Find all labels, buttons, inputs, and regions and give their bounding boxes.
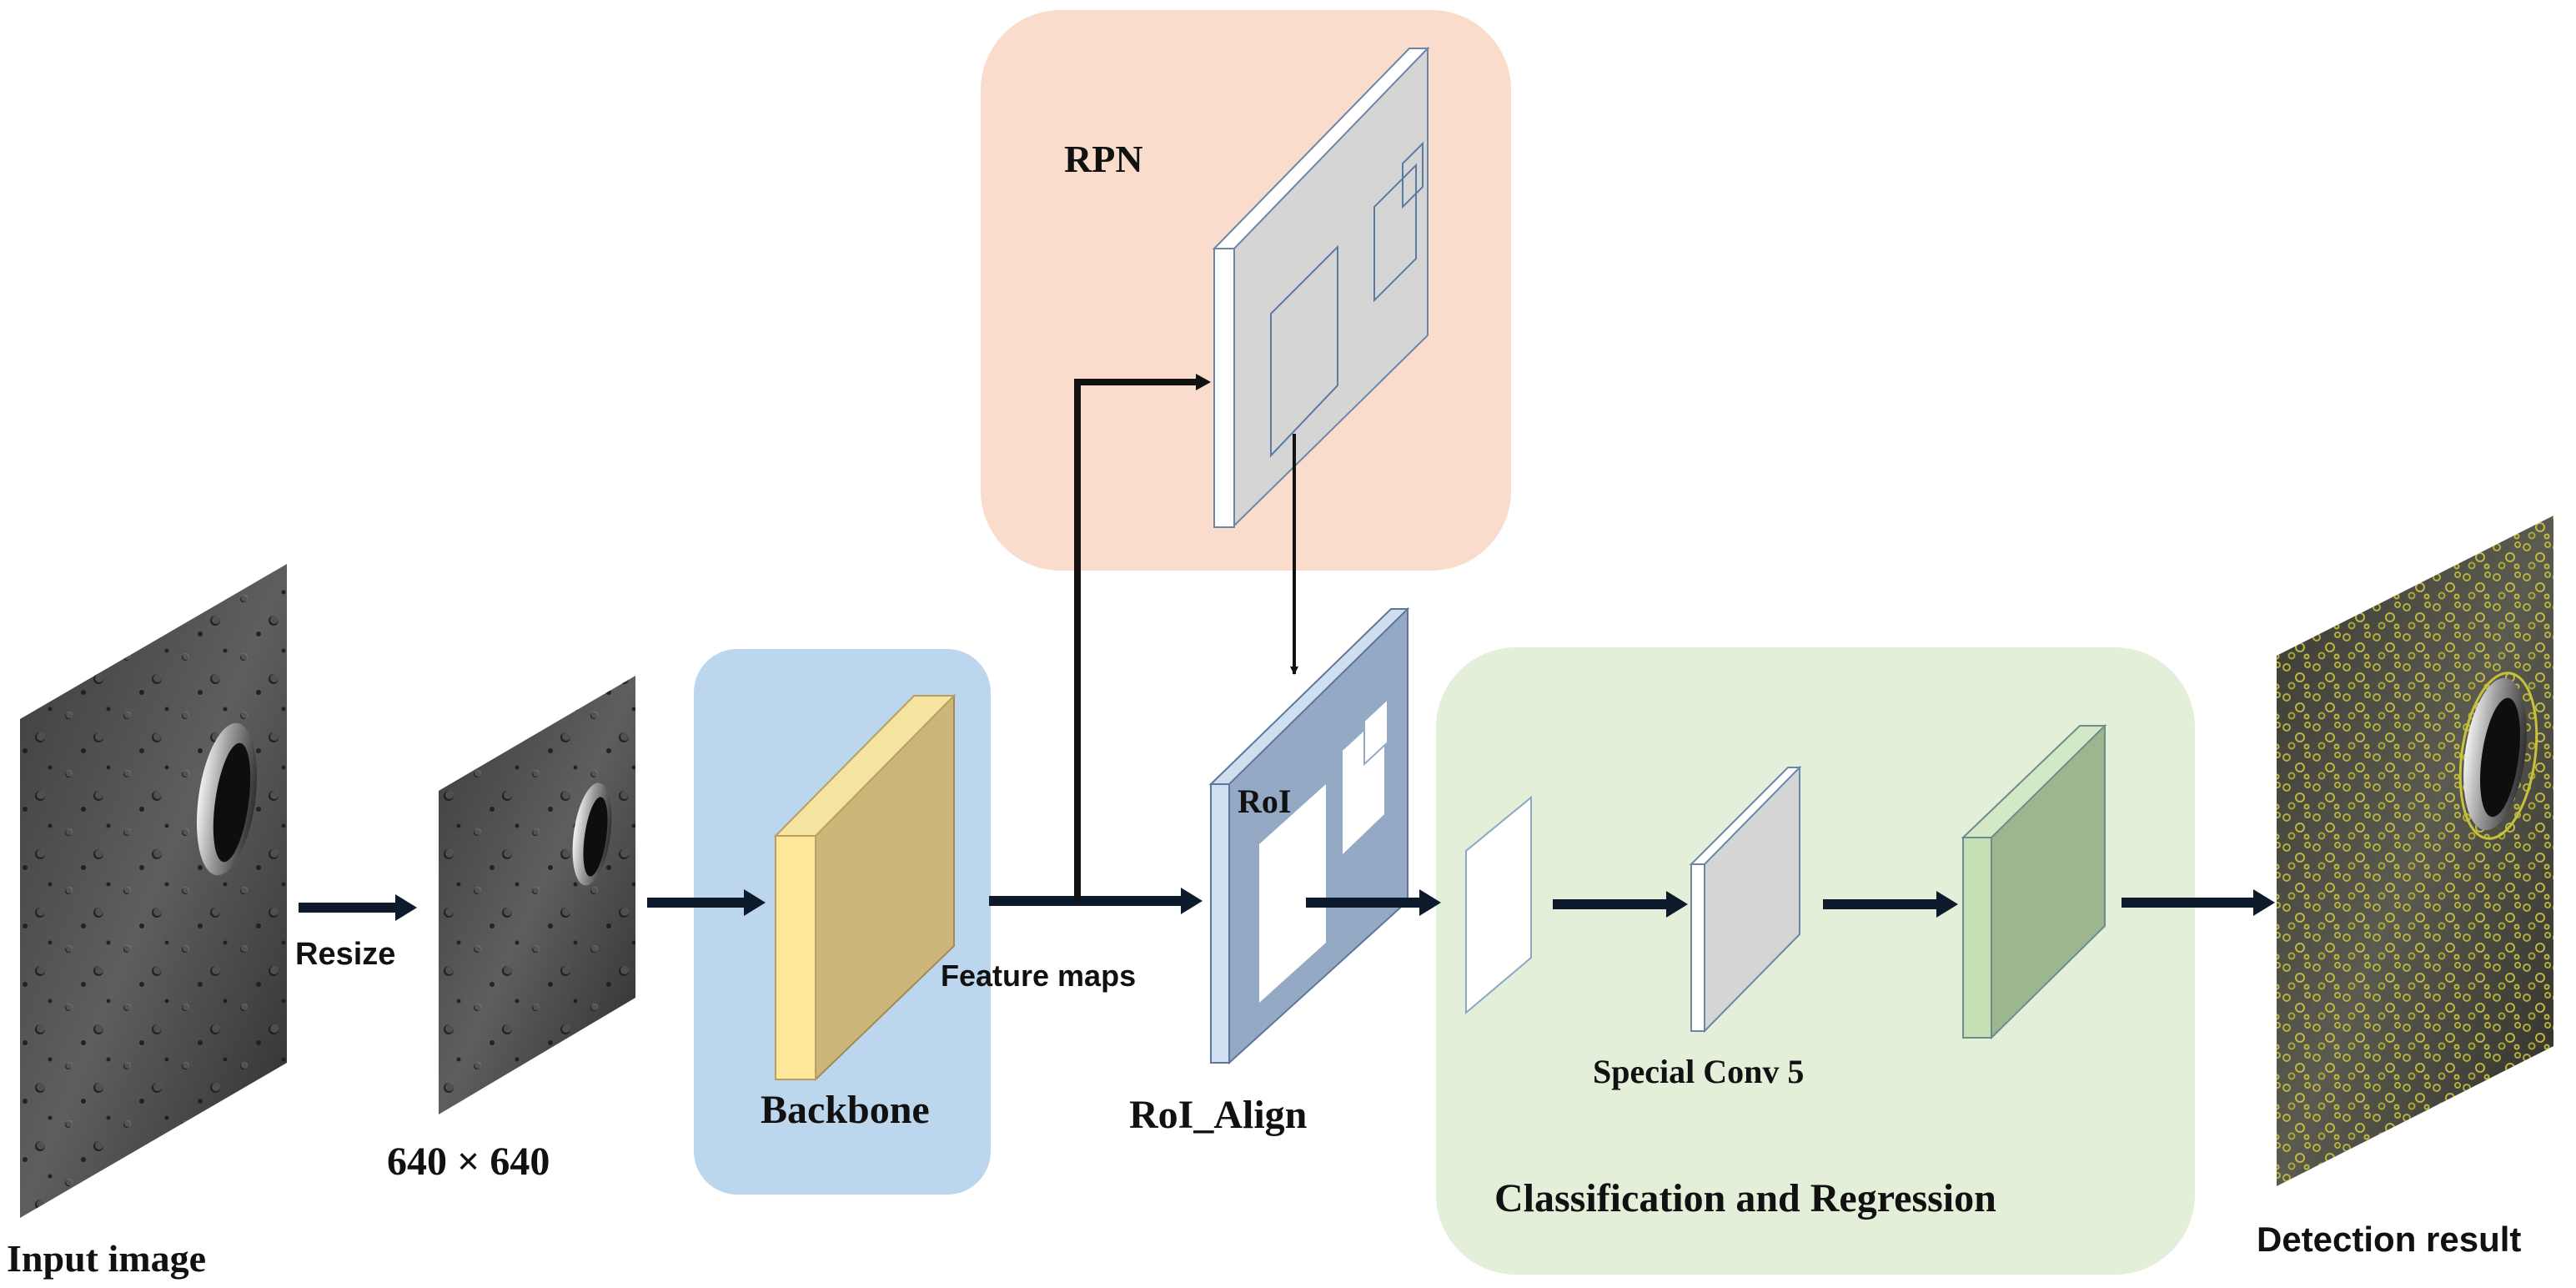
resolution-label: 640 × 640 — [387, 1140, 550, 1184]
backbone-block — [773, 693, 957, 1082]
arrow-conv-to-fc — [1823, 891, 1958, 918]
backbone-label: Backbone — [761, 1088, 930, 1132]
rpn-feature-block — [1212, 46, 1430, 528]
arrow-feature-maps — [989, 888, 1203, 914]
feature-maps-label: Feature maps — [941, 958, 1136, 993]
arrow-sheet-to-conv — [1553, 891, 1688, 918]
classification-regression-label: Classification and Regression — [1494, 1176, 1996, 1220]
special-conv5-block — [1689, 765, 1802, 1034]
detection-result-label: Detection result — [2257, 1220, 2521, 1259]
input-image-label: Input image — [7, 1237, 206, 1280]
roi-label: RoI — [1238, 782, 1291, 820]
flatten-sheet — [1465, 795, 1532, 1015]
detection-result-icon — [2277, 516, 2553, 1186]
roi-align-label: RoI_Align — [1129, 1093, 1307, 1137]
resized-image-icon — [439, 676, 635, 1114]
resize-label: Resize — [295, 937, 395, 972]
pipeline-arrows — [299, 888, 2275, 921]
arrow-roi-to-sheet — [1306, 889, 1441, 916]
special-conv-label: Special Conv 5 — [1593, 1053, 1804, 1090]
arrow-to-backbone — [647, 889, 766, 916]
fc-block — [1961, 723, 2107, 1040]
arrow-resize — [299, 894, 417, 921]
arrow-to-rpn — [1074, 374, 1211, 901]
rpn-label: RPN — [1064, 138, 1143, 180]
arrow-to-result — [2122, 889, 2275, 916]
roi-align-block — [1208, 606, 1410, 1065]
input-image-icon — [20, 564, 287, 1218]
